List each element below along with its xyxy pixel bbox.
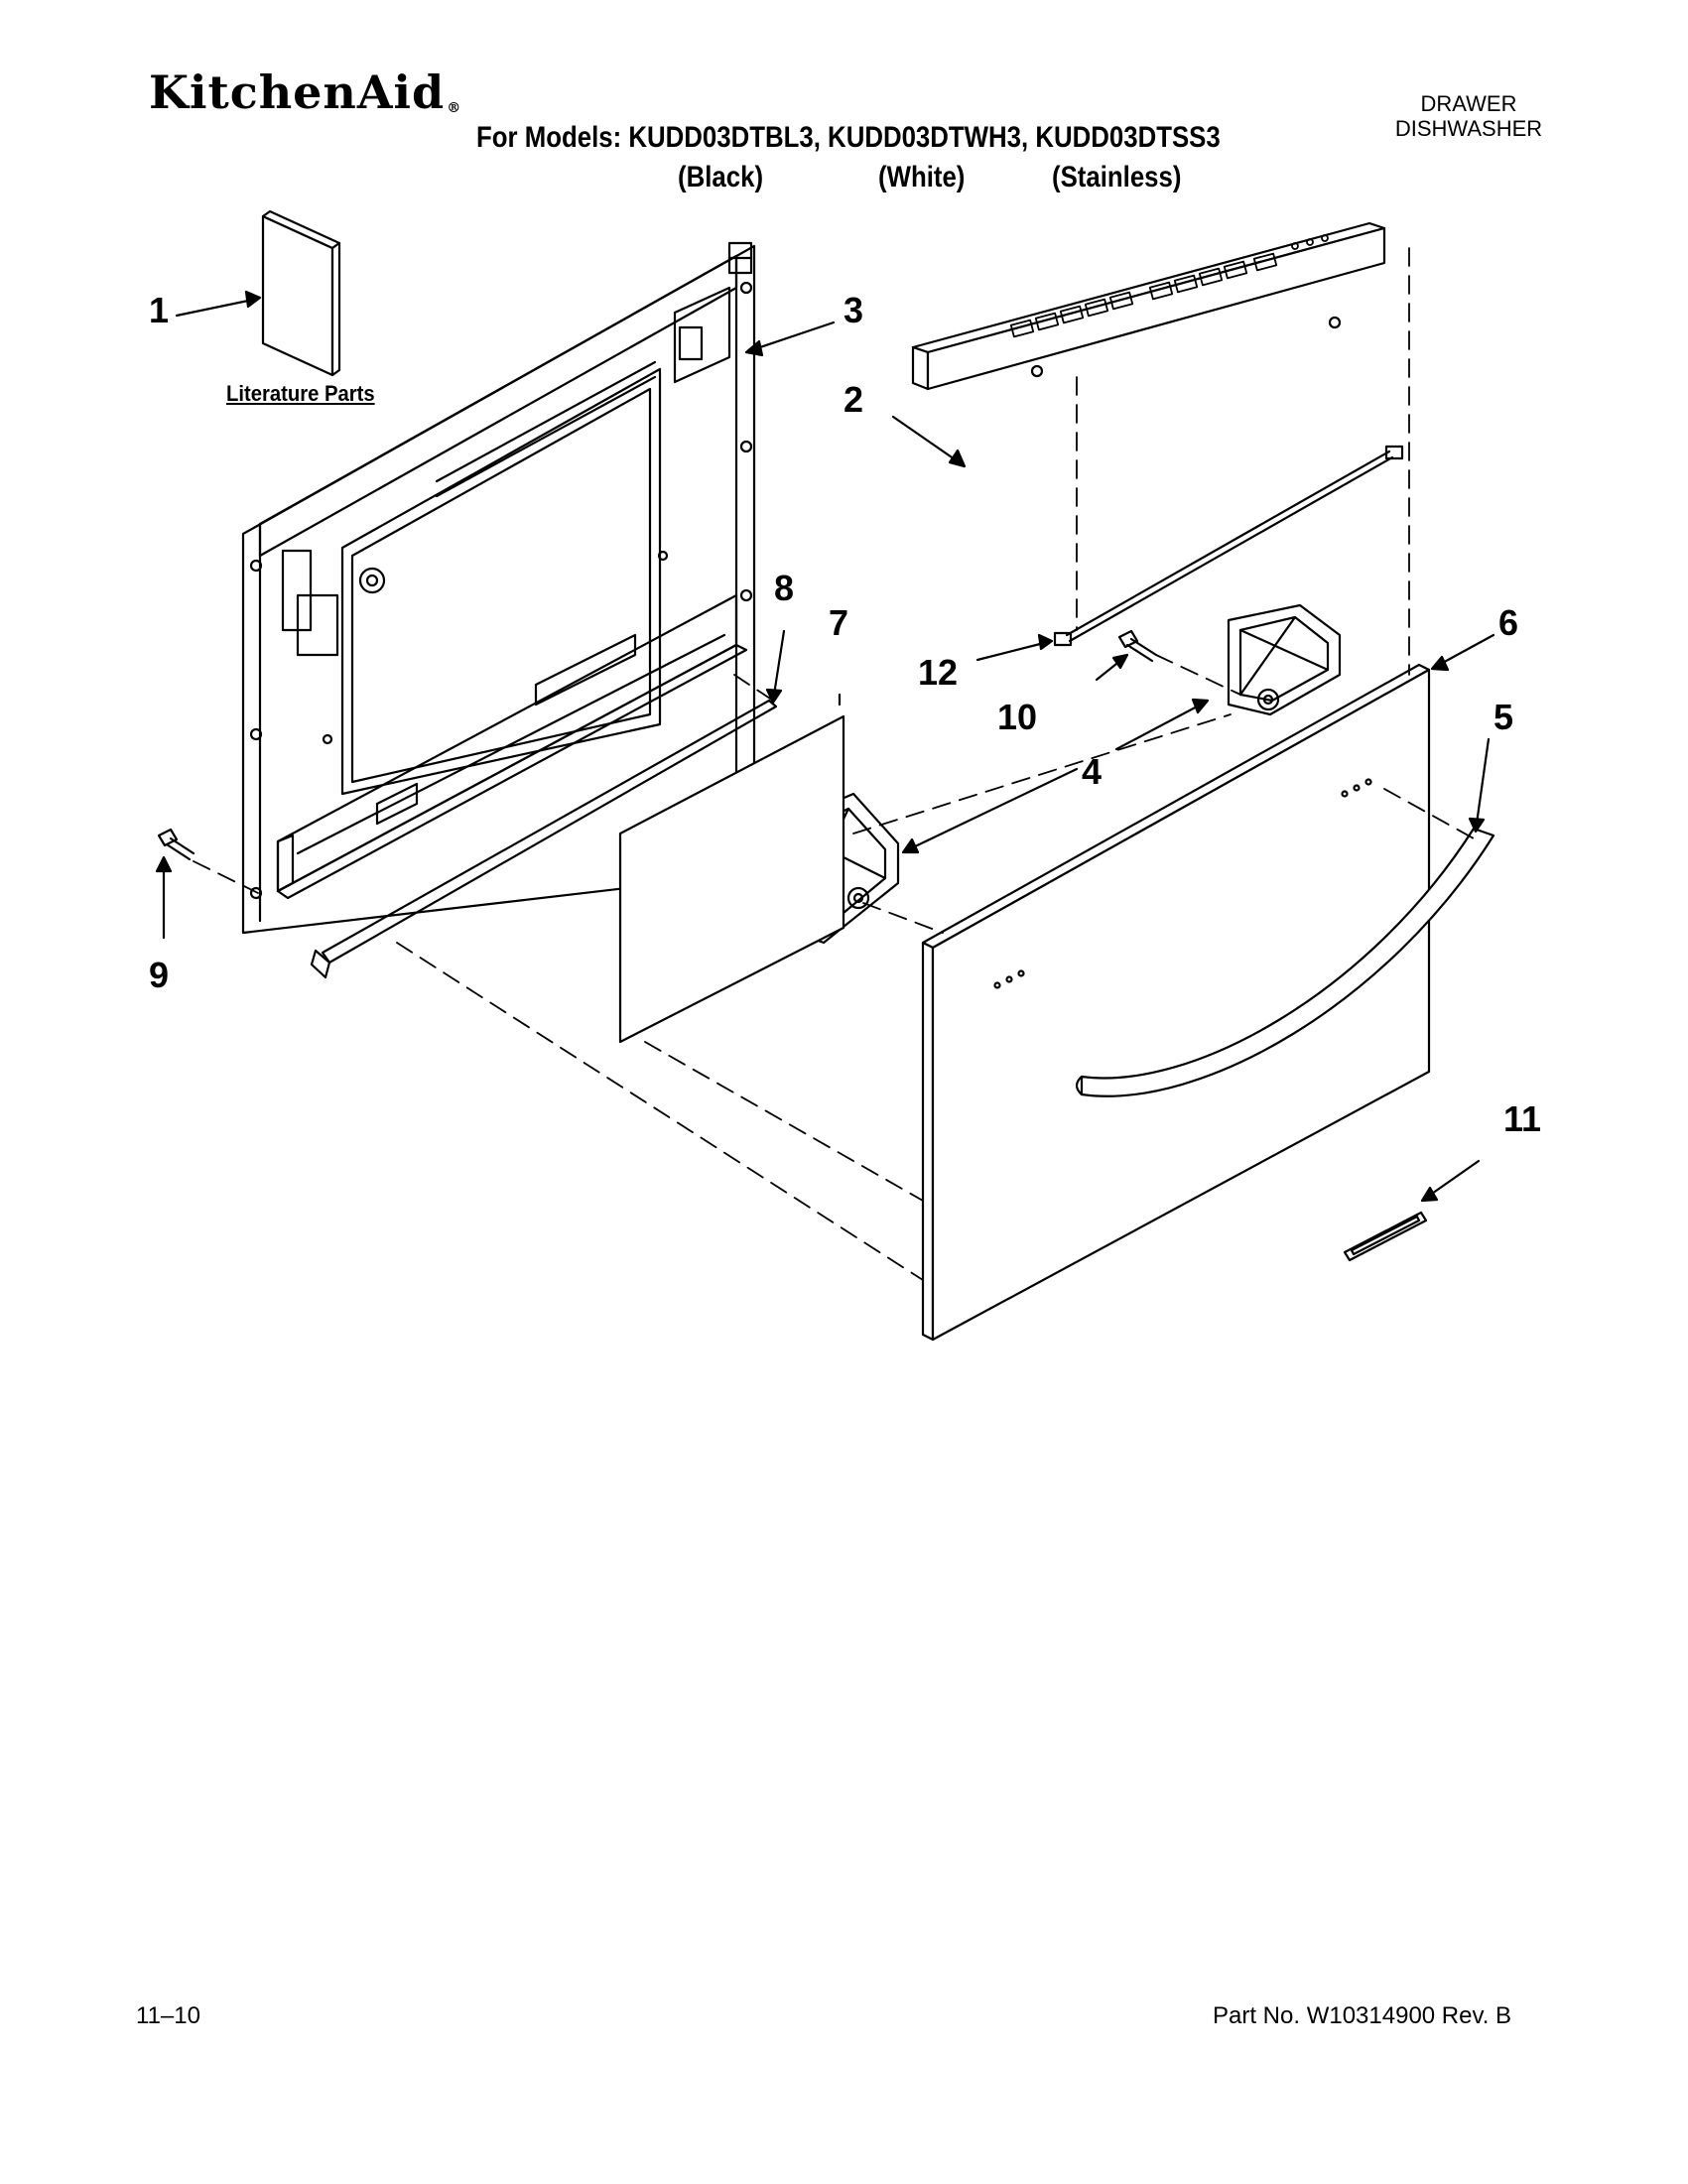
variant-stainless: (Stainless) [1052, 161, 1182, 193]
appliance-line-2: DISHWASHER [1394, 116, 1543, 141]
literature-parts-booklet [261, 209, 341, 377]
literature-parts-label: Literature Parts [226, 381, 375, 406]
leader-arrows [155, 290, 1495, 1203]
outer-door-panel [921, 663, 1431, 1342]
appliance-line-1: DRAWER [1420, 91, 1517, 116]
callout-10: 10 [997, 697, 1037, 737]
callout-5: 5 [1493, 697, 1513, 737]
hinge-screw [1117, 629, 1158, 663]
variant-black: (Black) [678, 161, 764, 193]
inner-door-panel [241, 241, 756, 935]
hinge-bracket-upper [1227, 603, 1342, 716]
assembly-lines [193, 247, 1475, 1281]
kitchenaid-nameplate [1343, 1211, 1428, 1262]
kitchenaid-logo: KitchenAid® [149, 65, 462, 119]
date-code: 11–10 [136, 2002, 200, 2029]
models-line: For Models: KUDD03DTBL3, KUDD03DTWH3, KU… [476, 121, 1221, 154]
callout-6: 6 [1498, 602, 1518, 643]
bottom-trim-strip [310, 699, 778, 979]
callout-9: 9 [149, 955, 169, 995]
callout-11: 11 [1503, 1098, 1541, 1139]
callout-2: 2 [844, 379, 863, 420]
exploded-parts-diagram: 1 2 3 4 5 6 7 8 9 10 11 12 [149, 209, 1541, 1342]
callout-4: 4 [1082, 751, 1102, 792]
insulation-panel [618, 714, 845, 1044]
control-panel-console [911, 221, 1386, 391]
door-handle [1075, 827, 1495, 1097]
callout-12: 12 [918, 652, 958, 693]
part-number: Part No. W10314900 Rev. B [1213, 2002, 1512, 2029]
appliance-type: DRAWER DISHWASHER [1369, 91, 1568, 141]
callout-1: 1 [149, 290, 169, 330]
callout-8: 8 [774, 568, 794, 608]
frame-screw [157, 828, 195, 861]
callout-7: 7 [829, 602, 848, 643]
wire-harness [1053, 445, 1404, 647]
callout-3: 3 [844, 290, 863, 330]
variant-white: (White) [878, 161, 966, 193]
